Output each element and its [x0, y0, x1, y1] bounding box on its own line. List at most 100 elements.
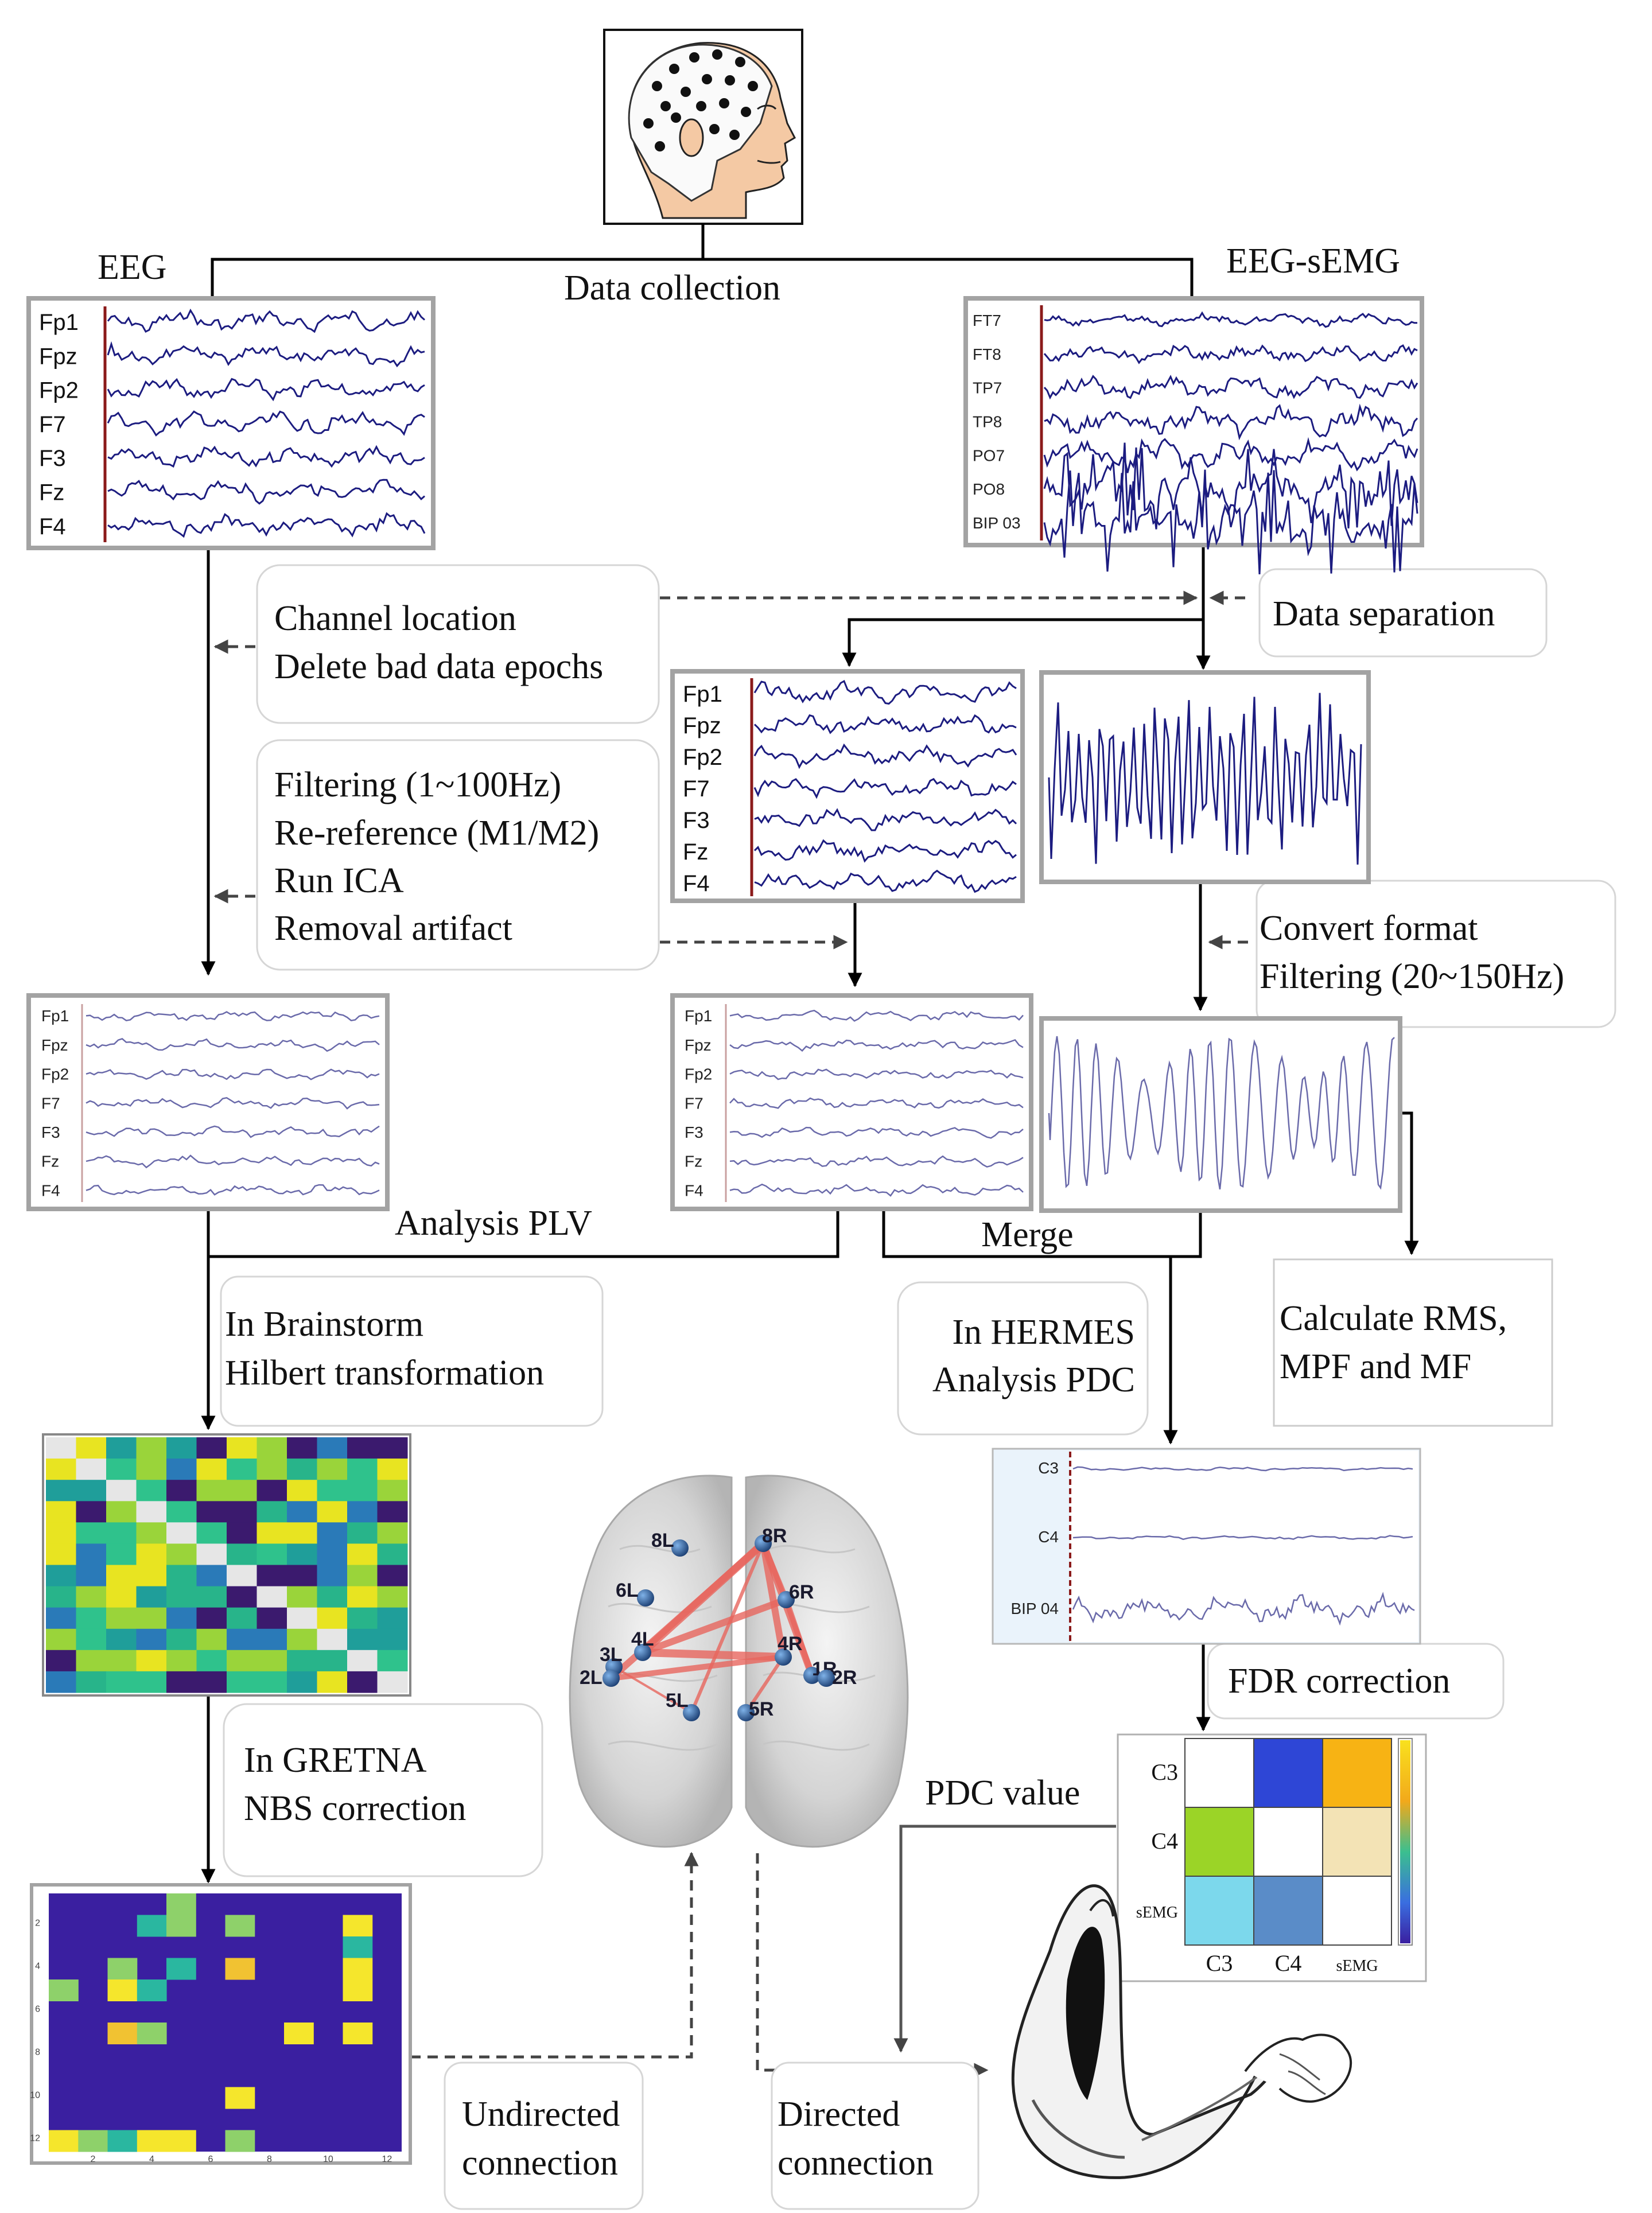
eeg-filtered-right-channel-label: F4 [685, 1181, 703, 1199]
plv-matrix-cell [136, 1459, 167, 1480]
plv-matrix-cell [76, 1586, 107, 1608]
directed-text-2: connection [778, 2144, 934, 2183]
eeg-filtered-right-waveform [729, 1039, 1024, 1052]
plv-matrix-cell [166, 1650, 197, 1672]
plv-matrix-cell [377, 1543, 408, 1565]
eeg-separated-waveform [754, 869, 1017, 893]
plv-matrix-cell [136, 1437, 167, 1459]
plv-matrix-cell [46, 1543, 76, 1565]
plv-matrix-cell [166, 1437, 197, 1459]
plv-matrix-cell [46, 1671, 76, 1693]
fdr-correction-text: FDR correction [1228, 1662, 1450, 1701]
pdc-matrix-cell [1184, 1807, 1254, 1877]
plv-matrix-cell [347, 1586, 378, 1608]
brain-node [775, 1648, 792, 1666]
semg-raw-waveform [1043, 442, 1418, 530]
plv-matrix-cell [136, 1628, 167, 1651]
eeg-separated-channel-label: Fp1 [683, 682, 722, 707]
filtering-1-text: Filtering (1~100Hz) [274, 765, 561, 804]
eeg-raw-waveform [107, 445, 425, 468]
plv-matrix-cell [287, 1607, 317, 1629]
plv-matrix-cell [347, 1501, 378, 1523]
nbs-matrix-cell [225, 1958, 255, 1980]
brain-node-label: 6L [616, 1580, 639, 1601]
plv-matrix-cell [76, 1671, 107, 1693]
plv-matrix-cell [347, 1671, 378, 1693]
preprocess-note-box-2 [256, 739, 660, 971]
convert-format-text: Convert format [1260, 909, 1478, 948]
eeg-raw-waveform [107, 341, 425, 368]
semg-separated-panel [1039, 670, 1371, 884]
semg-separated-waveform [1048, 693, 1362, 865]
eeg-separated-waveform [753, 743, 1017, 769]
plv-matrix-cell [76, 1607, 107, 1629]
plv-matrix-cell [106, 1522, 137, 1544]
delete-bad-epochs-text: Delete bad data epochs [274, 647, 603, 686]
plv-matrix-cell [287, 1501, 317, 1523]
eeg-filtered-right-channel-label: F7 [685, 1094, 703, 1112]
arm-muscle-illustration [1011, 1884, 1352, 2179]
plv-matrix-cell [256, 1671, 287, 1693]
eeg-filtered-right-channel-label: Fz [685, 1153, 702, 1170]
plv-matrix-cell [46, 1459, 76, 1480]
eeg-filtered-left-waveform [85, 1068, 380, 1080]
eeg-raw-channel-label: Fp1 [39, 310, 79, 335]
eeg-filtered-right-waveform [729, 1155, 1024, 1168]
nbs-x-tick: 4 [149, 2154, 154, 2164]
nbs-matrix-cell [166, 2130, 196, 2152]
eeg-raw-waveform [107, 378, 425, 402]
plv-matrix-cell [256, 1437, 287, 1459]
plv-matrix-cell [76, 1437, 107, 1459]
merged-channel-label: C3 [1038, 1459, 1059, 1477]
plv-matrix-cell [136, 1501, 167, 1523]
pdc-colorbar [1400, 1740, 1410, 1943]
plv-matrix-cell [377, 1437, 408, 1459]
nbs-x-tick: 6 [208, 2154, 213, 2164]
plv-matrix-cell [377, 1501, 408, 1523]
preprocess-note-box-1 [256, 564, 660, 724]
brain-node [671, 1539, 689, 1557]
undirected-box [444, 2062, 644, 2210]
plv-matrix-cell [196, 1480, 227, 1502]
eeg-separated-waveform [754, 808, 1017, 831]
nbs-matrix-cell [49, 2130, 79, 2152]
semg-raw-channel-label: TP8 [973, 413, 1002, 431]
plv-matrix-cell [76, 1565, 107, 1587]
nbs-x-tick: 2 [90, 2154, 95, 2164]
brain-node-label: 2R [832, 1667, 857, 1689]
plv-matrix-cell [166, 1607, 197, 1629]
nbs-y-tick: 4 [35, 1961, 40, 1971]
pdc-matrix-cell [1253, 1876, 1323, 1946]
plv-matrix-cell [136, 1480, 167, 1502]
plv-matrix-cell [76, 1628, 107, 1651]
pdc-row-label: C4 [1151, 1828, 1178, 1854]
plv-matrix-cell [256, 1501, 287, 1523]
pdc-row-label: sEMG [1136, 1904, 1178, 1922]
plv-matrix-cell [287, 1522, 317, 1544]
plv-matrix-cell [377, 1459, 408, 1480]
plv-matrix-cell [136, 1586, 167, 1608]
plv-matrix-cell [166, 1586, 197, 1608]
semg-raw-channel-label: BIP 03 [973, 514, 1021, 532]
hermes-box [897, 1281, 1149, 1436]
eeg-separated-waveform [753, 679, 1017, 705]
nbs-matrix-cell [343, 1936, 373, 1958]
merged-waveform [1072, 1466, 1413, 1472]
plv-matrix-cell [227, 1437, 257, 1459]
pdc-matrix-cell [1253, 1738, 1323, 1808]
nbs-matrix-cell [343, 1915, 373, 1937]
plv-matrix-cell [76, 1543, 107, 1565]
head-with-eeg-cap-illustration [603, 29, 803, 225]
plv-matrix-cell [256, 1565, 287, 1587]
eeg-raw-channel-label: F3 [39, 446, 66, 471]
eeg-separated-waveform [753, 839, 1017, 863]
data-separation-box [1258, 568, 1548, 658]
plv-matrix-cell [196, 1459, 227, 1480]
merged-waveform [1072, 1535, 1413, 1541]
plv-matrix-cell [256, 1628, 287, 1651]
nbs-matrix-cell [343, 1958, 373, 1980]
plv-matrix-cell [196, 1522, 227, 1544]
